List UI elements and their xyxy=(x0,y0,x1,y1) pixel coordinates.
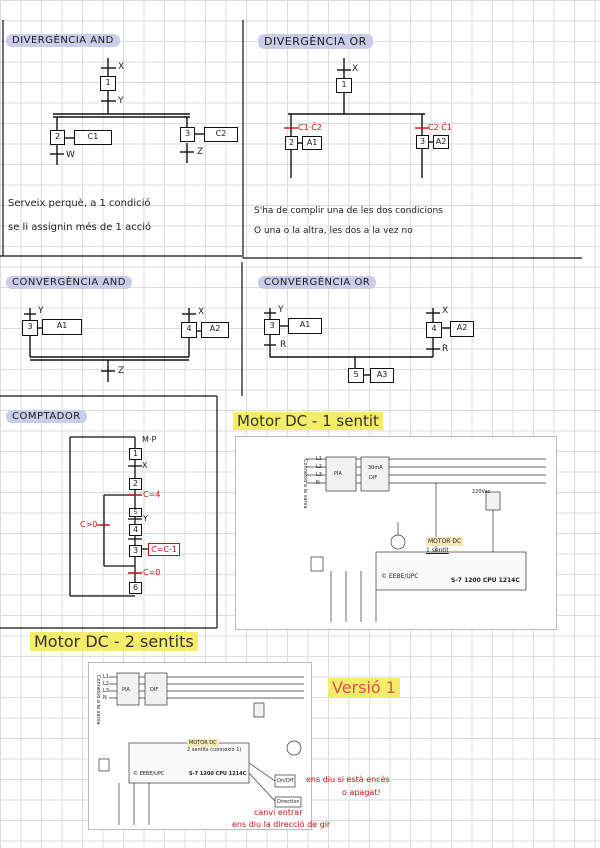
step-3: 3 xyxy=(129,545,142,557)
note-dir-1: canvi entrar xyxy=(254,808,303,817)
cond-x: X xyxy=(442,306,449,316)
title-divergencia-and: DIVERGÈNCIA AND xyxy=(6,34,120,47)
step-4: 4 xyxy=(129,524,142,536)
step-4: 4 xyxy=(181,322,197,338)
plc-sub: 2 sentits (connexió 1) xyxy=(187,747,242,753)
plc-sub: 1 sentit xyxy=(426,547,449,554)
cond-y: Y xyxy=(118,96,124,106)
step-3: 3 xyxy=(180,127,195,142)
btn-direction: Direction xyxy=(277,799,300,805)
counter-diagram xyxy=(69,436,148,597)
action-a3: A3 xyxy=(370,368,394,383)
line-l3: L3 xyxy=(103,688,109,694)
cond-z: Z xyxy=(197,147,204,157)
pia-label: PIA xyxy=(334,471,342,477)
action-a1: A1 xyxy=(302,136,322,150)
cond-z: Z xyxy=(118,366,125,376)
action-counter-decrement: C=C-1 xyxy=(148,543,180,556)
cond-x: X xyxy=(142,461,148,470)
brand: © EEBE/UPC xyxy=(381,573,419,580)
step-3: 3 xyxy=(264,319,280,335)
line-l1: L1 xyxy=(103,674,109,680)
cond-r-left: R xyxy=(280,340,287,350)
plc-title: MOTOR DC xyxy=(187,739,219,747)
version-label: Versió 1 xyxy=(328,678,400,697)
step-3: 3 xyxy=(22,320,38,336)
motor1-wiring-figure: Connexió a la xarxa L1 L2 L3 N PIA 30mA … xyxy=(235,436,557,630)
step-3: 3 xyxy=(416,135,429,149)
cond-c-eq-4: C=4 xyxy=(143,490,161,499)
supply-label: Connexió a la xarxa xyxy=(95,675,101,725)
cond-y: Y xyxy=(143,514,148,523)
note-div-and-1: Serveix perquè, a 1 condició xyxy=(8,198,151,209)
cond-mp: M·P xyxy=(142,435,157,444)
step-1: 1 xyxy=(336,78,352,93)
diff-label: DIF xyxy=(369,475,378,481)
action-c1: C1 xyxy=(74,130,112,145)
note-onoff-1: ens diu si està encès xyxy=(306,775,390,784)
note-dir-2: ens diu la direcció de gir xyxy=(232,820,331,829)
line-l2: L2 xyxy=(316,464,322,470)
cond-y: Y xyxy=(278,305,284,315)
action-a2: A2 xyxy=(433,135,449,149)
plc-title: MOTOR DC xyxy=(426,537,464,546)
action-c2: C2 xyxy=(204,127,238,142)
line-l2: L2 xyxy=(103,681,109,687)
cond-x: X xyxy=(198,307,205,317)
div-and-diagram xyxy=(50,58,204,165)
cond-x: X xyxy=(118,62,125,72)
cond-c-eq-0: C=0 xyxy=(143,568,161,577)
cond-r-right: R xyxy=(442,344,449,354)
action-a1: A1 xyxy=(288,318,322,334)
title-divergencia-or: DIVERGÈNCIA OR xyxy=(258,34,373,49)
cond-w: W xyxy=(66,150,75,160)
diff-rating: 30mA xyxy=(368,465,383,471)
cond-c2-not-c1: C2·C̄1 xyxy=(428,123,452,132)
step-5: 5 xyxy=(129,508,142,517)
diff-label: DIF xyxy=(150,687,159,693)
action-a2: A2 xyxy=(450,321,474,337)
step-1: 1 xyxy=(100,76,116,91)
action-a2: A2 xyxy=(201,322,229,338)
btn-onoff: On/Off xyxy=(277,778,294,784)
step-2: 2 xyxy=(129,478,142,490)
supply-label: Connexió a la xarxa xyxy=(302,459,308,509)
step-5: 5 xyxy=(348,368,364,383)
cond-y: Y xyxy=(38,306,44,316)
title-convergencia-and: CONVERGÈNCIA AND xyxy=(6,276,132,289)
step-1: 1 xyxy=(129,448,142,460)
cond-c-gt-0: C>0 xyxy=(80,520,98,529)
line-n: N xyxy=(103,695,107,701)
step-2: 2 xyxy=(285,136,298,150)
plc-model: S-7 1200 CPU 1214C xyxy=(451,577,520,584)
div-or-diagram xyxy=(288,58,433,178)
title-motor-dc-2: Motor DC - 2 sentits xyxy=(30,632,198,651)
motor2-wiring-figure: Connexió a la xarxa L1 L2 L3 N PIA DIF M… xyxy=(88,662,312,830)
title-motor-dc-1: Motor DC - 1 sentit xyxy=(233,412,383,430)
step-2: 2 xyxy=(50,130,65,145)
note-div-or-1: S'ha de complir una de les dos condicion… xyxy=(254,206,443,216)
motor1-schematic xyxy=(306,456,546,622)
out-label: 220Vac xyxy=(472,489,491,495)
action-a1: A1 xyxy=(42,319,82,335)
note-onoff-2: o apagat! xyxy=(342,788,381,797)
motor2-schematic xyxy=(98,672,304,825)
cond-c1-not-c2: C1·C̄2 xyxy=(298,123,322,132)
brand: © EEBE/UPC xyxy=(133,771,165,777)
cond-x: X xyxy=(352,64,359,74)
pia-label: PIA xyxy=(122,687,130,693)
title-comptador: COMPTADOR xyxy=(6,410,87,423)
note-div-and-2: se li assignin més de 1 acció xyxy=(8,222,152,233)
conv-and-diagram xyxy=(24,308,201,382)
step-6: 6 xyxy=(129,582,142,594)
line-l3: L3 xyxy=(316,472,322,478)
step-4: 4 xyxy=(426,322,442,338)
line-n: N xyxy=(316,480,320,486)
title-convergencia-or: CONVERGÈNCIA OR xyxy=(258,276,377,289)
plc-model: S-7 1200 CPU 1214C xyxy=(189,771,247,777)
line-l1: L1 xyxy=(316,456,322,462)
note-div-or-2: O una o la altra, les dos a la vez no xyxy=(254,226,413,236)
